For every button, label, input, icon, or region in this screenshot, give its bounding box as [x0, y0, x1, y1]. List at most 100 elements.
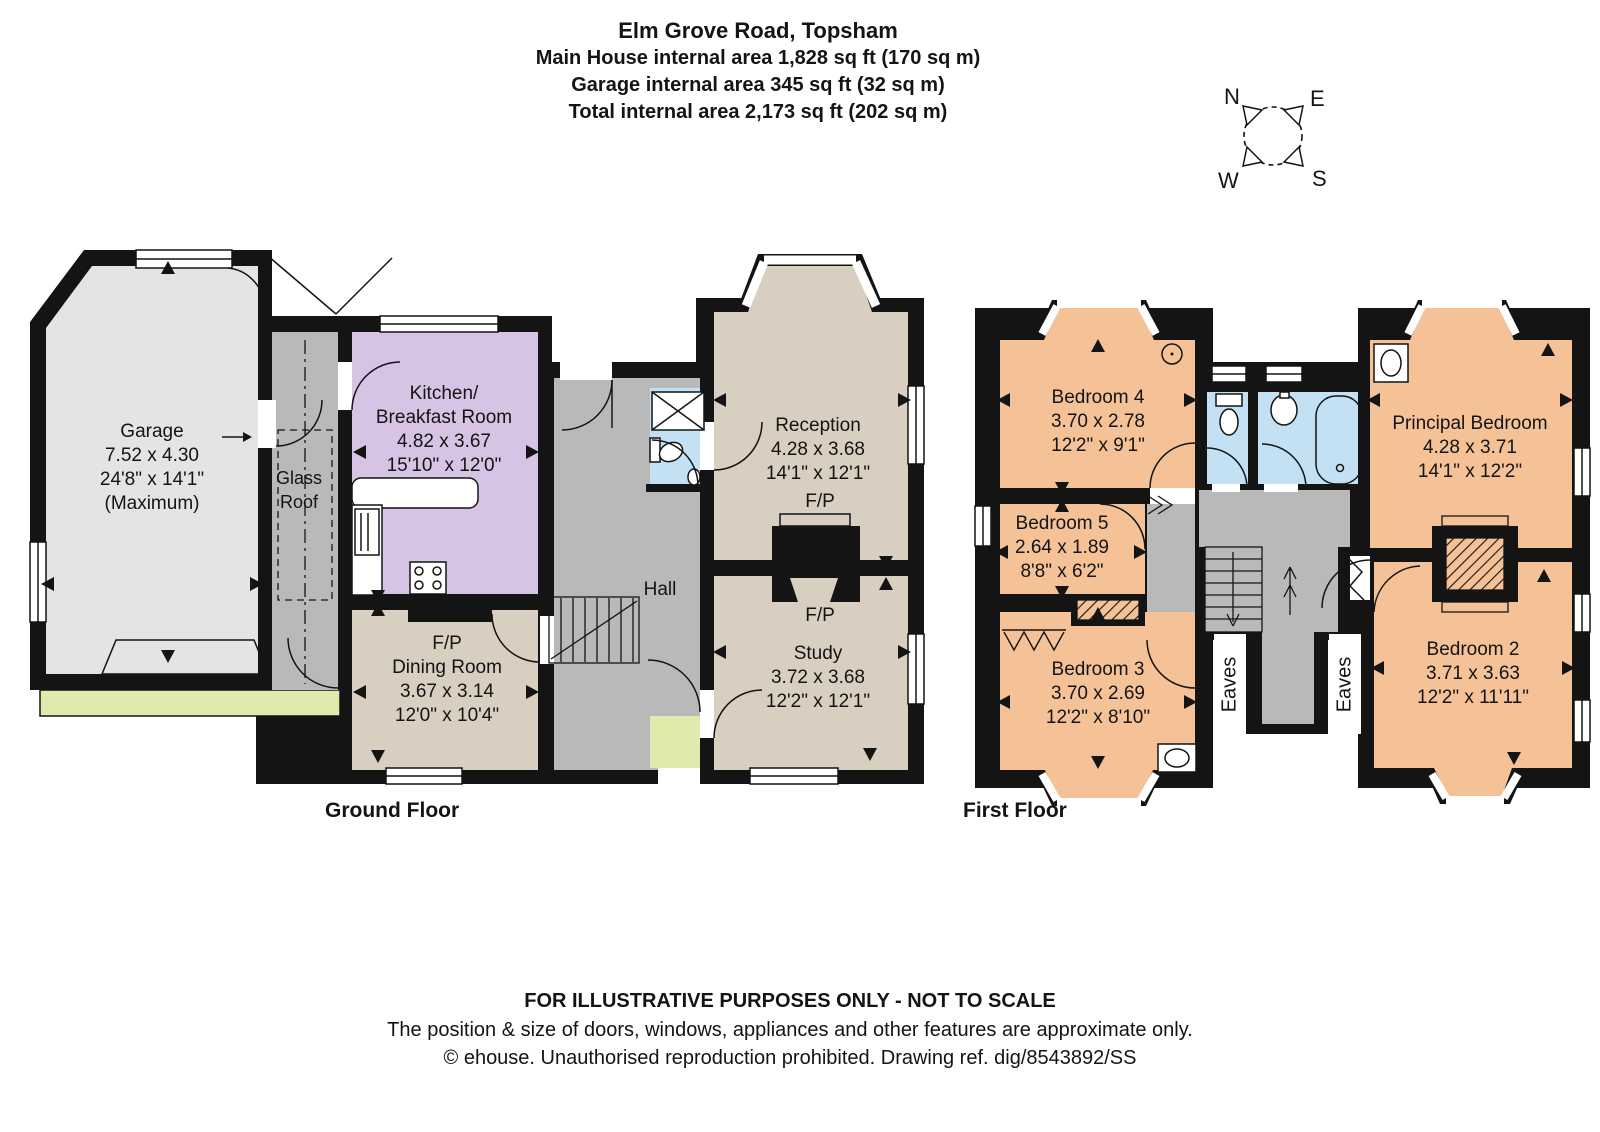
bedroom4-bay-fill [1044, 308, 1154, 340]
principal-bay-fill [1410, 308, 1514, 340]
room-name: Bedroom 2 [1426, 639, 1520, 660]
landing-fill-top [1199, 490, 1350, 547]
room-dims-ft: 14'1" x 12'1" [765, 463, 871, 484]
room-name: Kitchen/ [409, 383, 479, 404]
fireplace-label: F/P [805, 491, 835, 512]
compass-south-label: S [1312, 166, 1327, 191]
bedroom3-sink-unit [1157, 743, 1197, 773]
reception-study-fireplace [772, 513, 860, 602]
footer-approximation-note: The position & size of doors, windows, a… [387, 1019, 1193, 1041]
room-name: Study [793, 643, 843, 664]
room-name: Bedroom 3 [1051, 659, 1145, 680]
dining-room-label: F/P Dining Room 3.67 x 3.14 12'0" x 10'4… [392, 632, 502, 728]
first-floor-fixtures [1157, 343, 1409, 773]
room-dims-ft: 8'8" x 6'2" [1020, 561, 1104, 582]
room-name: Hall [643, 579, 677, 600]
room-dims-ft: 24'8" x 14'1" [99, 469, 205, 490]
footer-disclaimer: FOR ILLUSTRATIVE PURPOSES ONLY - NOT TO … [524, 990, 1056, 1012]
eaves-left-label: Eaves [1214, 634, 1246, 734]
hall-label: Hall [644, 578, 677, 602]
eaves-text: Eaves [1333, 656, 1356, 712]
footer-copyright: © ehouse. Unauthorised reproduction proh… [443, 1047, 1137, 1069]
fireplace-label: F/P [432, 633, 462, 654]
landing-fill-bottom [1262, 632, 1314, 724]
bedroom5-room-fill [1000, 504, 1145, 594]
bedroom2-bay-fill [1434, 768, 1512, 796]
room-dims-ft: 12'2" x 12'1" [765, 691, 871, 712]
bath-tub [1315, 395, 1363, 485]
room-name: Bedroom 4 [1051, 387, 1145, 408]
room-dims-ft: 12'2" x 11'11" [1417, 687, 1529, 708]
bedroom3-wardrobe [1002, 594, 1145, 652]
first-floor-stairs [1147, 495, 1297, 633]
porch-fill [650, 716, 700, 768]
kitchen-label: Kitchen/ Breakfast Room 4.82 x 3.67 15'1… [376, 382, 512, 478]
room-dims-m: 3.71 x 3.63 [1425, 663, 1521, 684]
room-dims-m: 3.72 x 3.68 [770, 667, 866, 688]
room-dims-m: 4.82 x 3.67 [396, 431, 492, 452]
glass-roof-label: Glass Roof [276, 466, 322, 514]
wc-toilet-bowl [1219, 408, 1239, 436]
room-dims-m: 7.52 x 4.30 [104, 445, 200, 466]
reception-fireplace-label: F/P [805, 490, 835, 514]
room-note: (Maximum) [104, 493, 200, 514]
room-name: Reception [775, 415, 861, 436]
garage-door-and-arrow [100, 255, 393, 675]
glass-roof-outline [277, 340, 333, 684]
room-name: Dining Room [392, 657, 502, 678]
kitchen-room-fill [352, 332, 538, 594]
reception-room-fill [714, 312, 908, 560]
eaves-right-label: Eaves [1329, 634, 1361, 734]
reception-label: Reception 4.28 x 3.68 14'1" x 12'1" [766, 414, 870, 486]
study-label: Study 3.72 x 3.68 12'2" x 12'1" [766, 642, 870, 714]
bedroom4-light-icon [1161, 343, 1183, 365]
room-name: Bedroom 5 [1015, 513, 1109, 534]
room-name: Roof [279, 492, 319, 512]
room-dims-ft: 12'0" x 10'4" [394, 705, 500, 726]
ground-floor-doors [275, 361, 763, 739]
page-title: Elm Grove Road, Topsham [618, 18, 898, 43]
room-name: Glass [275, 468, 323, 488]
room-dims-m: 4.28 x 3.68 [770, 439, 866, 460]
driveway-strip [39, 689, 341, 717]
room-dims-ft: 12'2" x 9'1" [1051, 435, 1145, 456]
room-name: Breakfast Room [375, 407, 513, 428]
room-dims-m: 3.70 x 2.69 [1050, 683, 1146, 704]
landing-fill-right [1262, 547, 1338, 632]
ground-floor-stairs [548, 596, 640, 664]
kitchen-counter-sink-hob [351, 477, 479, 596]
total-area: Total internal area 2,173 sq ft (202 sq … [568, 101, 948, 123]
garage-label: Garage 7.52 x 4.30 24'8" x 14'1" (Maximu… [100, 420, 204, 516]
bedroom2-label: Bedroom 2 3.71 x 3.63 12'2" x 11'11" [1417, 638, 1529, 710]
chimney-breast [1432, 515, 1518, 613]
compass-east-label: E [1310, 86, 1325, 111]
reception-bay-fill [748, 266, 872, 312]
ground-floor-title: Ground Floor [325, 799, 460, 822]
bedroom3-bay-fill [1044, 768, 1154, 798]
room-dims-ft: 14'1" x 12'2" [1417, 461, 1523, 482]
compass-north-label: N [1224, 84, 1240, 109]
room-dims-m: 2.64 x 1.89 [1014, 537, 1110, 558]
first-floor-title: First Floor [963, 799, 1067, 822]
compass-rose-icon [1242, 105, 1304, 167]
first-floor-windows [974, 365, 1591, 743]
bedroom5-label: Bedroom 5 2.64 x 1.89 8'8" x 6'2" [1015, 512, 1109, 584]
garage-area: Garage internal area 345 sq ft (32 sq m) [571, 74, 945, 96]
reception-bay-window [741, 255, 881, 308]
room-dims-m: 3.70 x 2.78 [1050, 411, 1146, 432]
study-room-fill [714, 576, 908, 770]
fireplace-label: F/P [805, 605, 835, 626]
main-house-area: Main House internal area 1,828 sq ft (17… [535, 47, 981, 69]
room-dims-ft: 15'10" x 12'0" [386, 455, 502, 476]
ground-floor-windows [29, 249, 925, 785]
room-name: Principal Bedroom [1392, 413, 1548, 434]
wc-toilet-tank [1215, 393, 1243, 407]
room-name: Garage [120, 421, 184, 442]
eaves-text: Eaves [1218, 656, 1241, 712]
dining-room-fill [352, 610, 538, 770]
first-floor-bay-windows [1038, 300, 1522, 806]
bedroom4-room-fill [1000, 340, 1195, 488]
room-dims-m: 3.67 x 3.14 [399, 681, 495, 702]
